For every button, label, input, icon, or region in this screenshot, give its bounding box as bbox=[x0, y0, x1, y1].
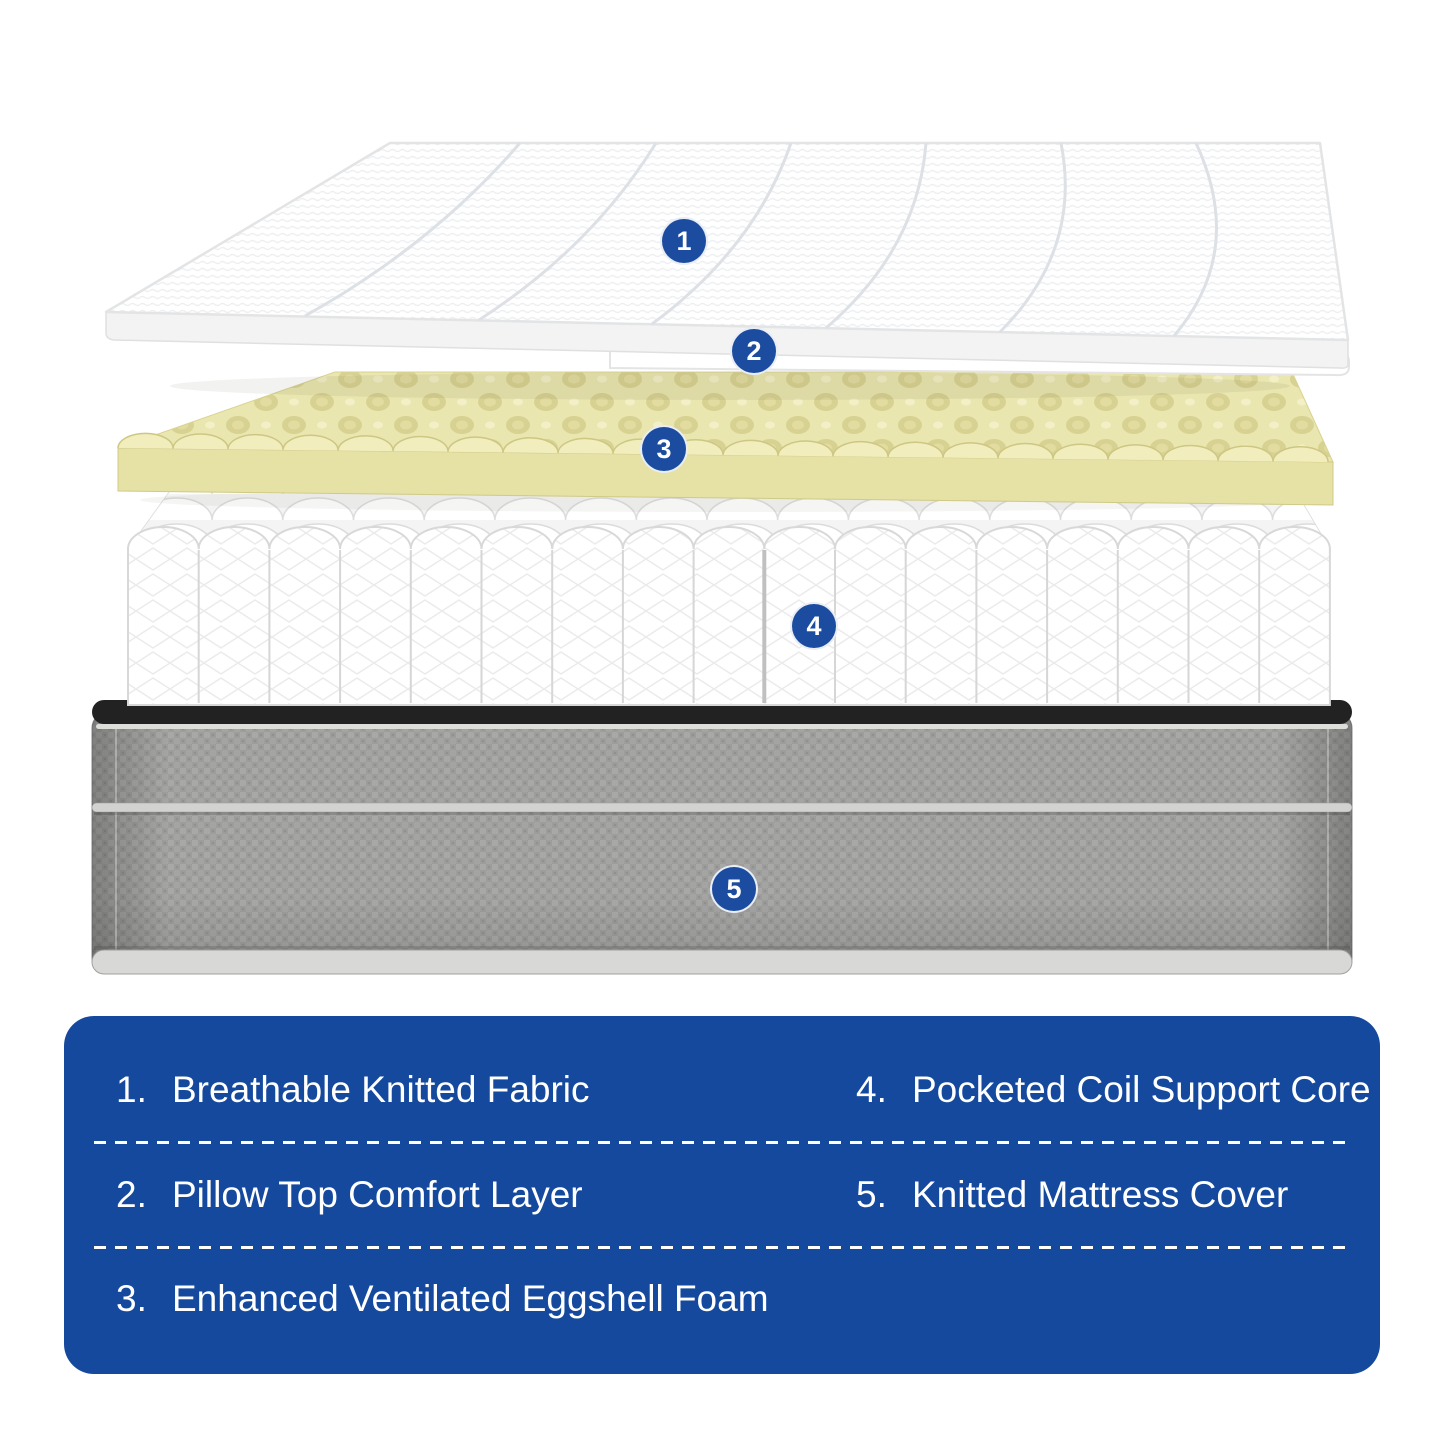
base-corner-seams bbox=[115, 716, 1329, 968]
legend-item-4: 4. Pocketed Coil Support Core bbox=[822, 1068, 1371, 1112]
legend-item-1-number: 1. bbox=[116, 1069, 147, 1111]
coil-front-face bbox=[127, 526, 1331, 706]
base-mid-piping bbox=[91, 802, 1353, 813]
base-bottom-piping bbox=[91, 949, 1353, 975]
dashed-divider-2 bbox=[94, 1245, 1350, 1249]
legend-item-2: 2. Pillow Top Comfort Layer bbox=[82, 1173, 822, 1217]
layer-quilted-top bbox=[104, 141, 1350, 369]
badge-layer-4: 4 bbox=[790, 602, 838, 650]
base-top-piping bbox=[96, 724, 1348, 729]
quilt-top-surface bbox=[104, 141, 1350, 342]
layer-eggshell-foam bbox=[117, 371, 1334, 506]
badge-layer-1: 1 bbox=[660, 217, 708, 265]
legend-item-3-label: Enhanced Ventilated Eggshell Foam bbox=[172, 1278, 769, 1320]
badge-5-number: 5 bbox=[726, 873, 742, 904]
legend-item-2-number: 2. bbox=[116, 1173, 147, 1215]
legend-item-2-label: Pillow Top Comfort Layer bbox=[172, 1173, 583, 1215]
foam-bump-profile bbox=[117, 432, 1329, 463]
legend-item-1-label: Breathable Knitted Fabric bbox=[172, 1069, 590, 1111]
legend-item-4-number: 4. bbox=[856, 1069, 887, 1111]
legend-item-3: 3. Enhanced Ventilated Eggshell Foam bbox=[82, 1277, 822, 1321]
badge-layer-5: 5 bbox=[710, 865, 758, 913]
legend-item-5: 5. Knitted Mattress Cover bbox=[822, 1173, 1362, 1217]
badge-layer-3: 3 bbox=[640, 425, 688, 473]
badge-1-number: 1 bbox=[676, 225, 692, 256]
legend-row-1: 1. Breathable Knitted Fabric 4. Pocketed… bbox=[82, 1040, 1371, 1141]
quilt-side-face bbox=[105, 311, 1349, 369]
badge-layer-2: 2 bbox=[730, 327, 778, 375]
badge-3-number: 3 bbox=[656, 433, 672, 464]
legend-row-3: 3. Enhanced Ventilated Eggshell Foam bbox=[82, 1249, 1362, 1350]
legend-item-5-label: Knitted Mattress Cover bbox=[912, 1173, 1289, 1215]
layer-pocketed-coil-core bbox=[127, 487, 1331, 706]
dashed-divider-1 bbox=[94, 1141, 1350, 1145]
legend-item-3-number: 3. bbox=[116, 1278, 147, 1320]
legend-item-5-number: 5. bbox=[856, 1173, 887, 1215]
badge-4-number: 4 bbox=[806, 610, 822, 641]
mattress-illustration-svg bbox=[91, 141, 1353, 975]
legend-row-2: 2. Pillow Top Comfort Layer 5. Knitted M… bbox=[82, 1144, 1362, 1245]
layer-knitted-mattress-cover bbox=[91, 700, 1353, 975]
exploded-mattress-illustration: 1 2 3 4 5 bbox=[91, 141, 1353, 975]
legend-panel: 1. Breathable Knitted Fabric 4. Pocketed… bbox=[64, 1016, 1380, 1374]
legend-item-4-label: Pocketed Coil Support Core bbox=[912, 1069, 1371, 1111]
badge-2-number: 2 bbox=[746, 335, 762, 366]
quilt-channel-seams bbox=[304, 142, 1218, 337]
legend-item-1: 1. Breathable Knitted Fabric bbox=[82, 1068, 822, 1112]
